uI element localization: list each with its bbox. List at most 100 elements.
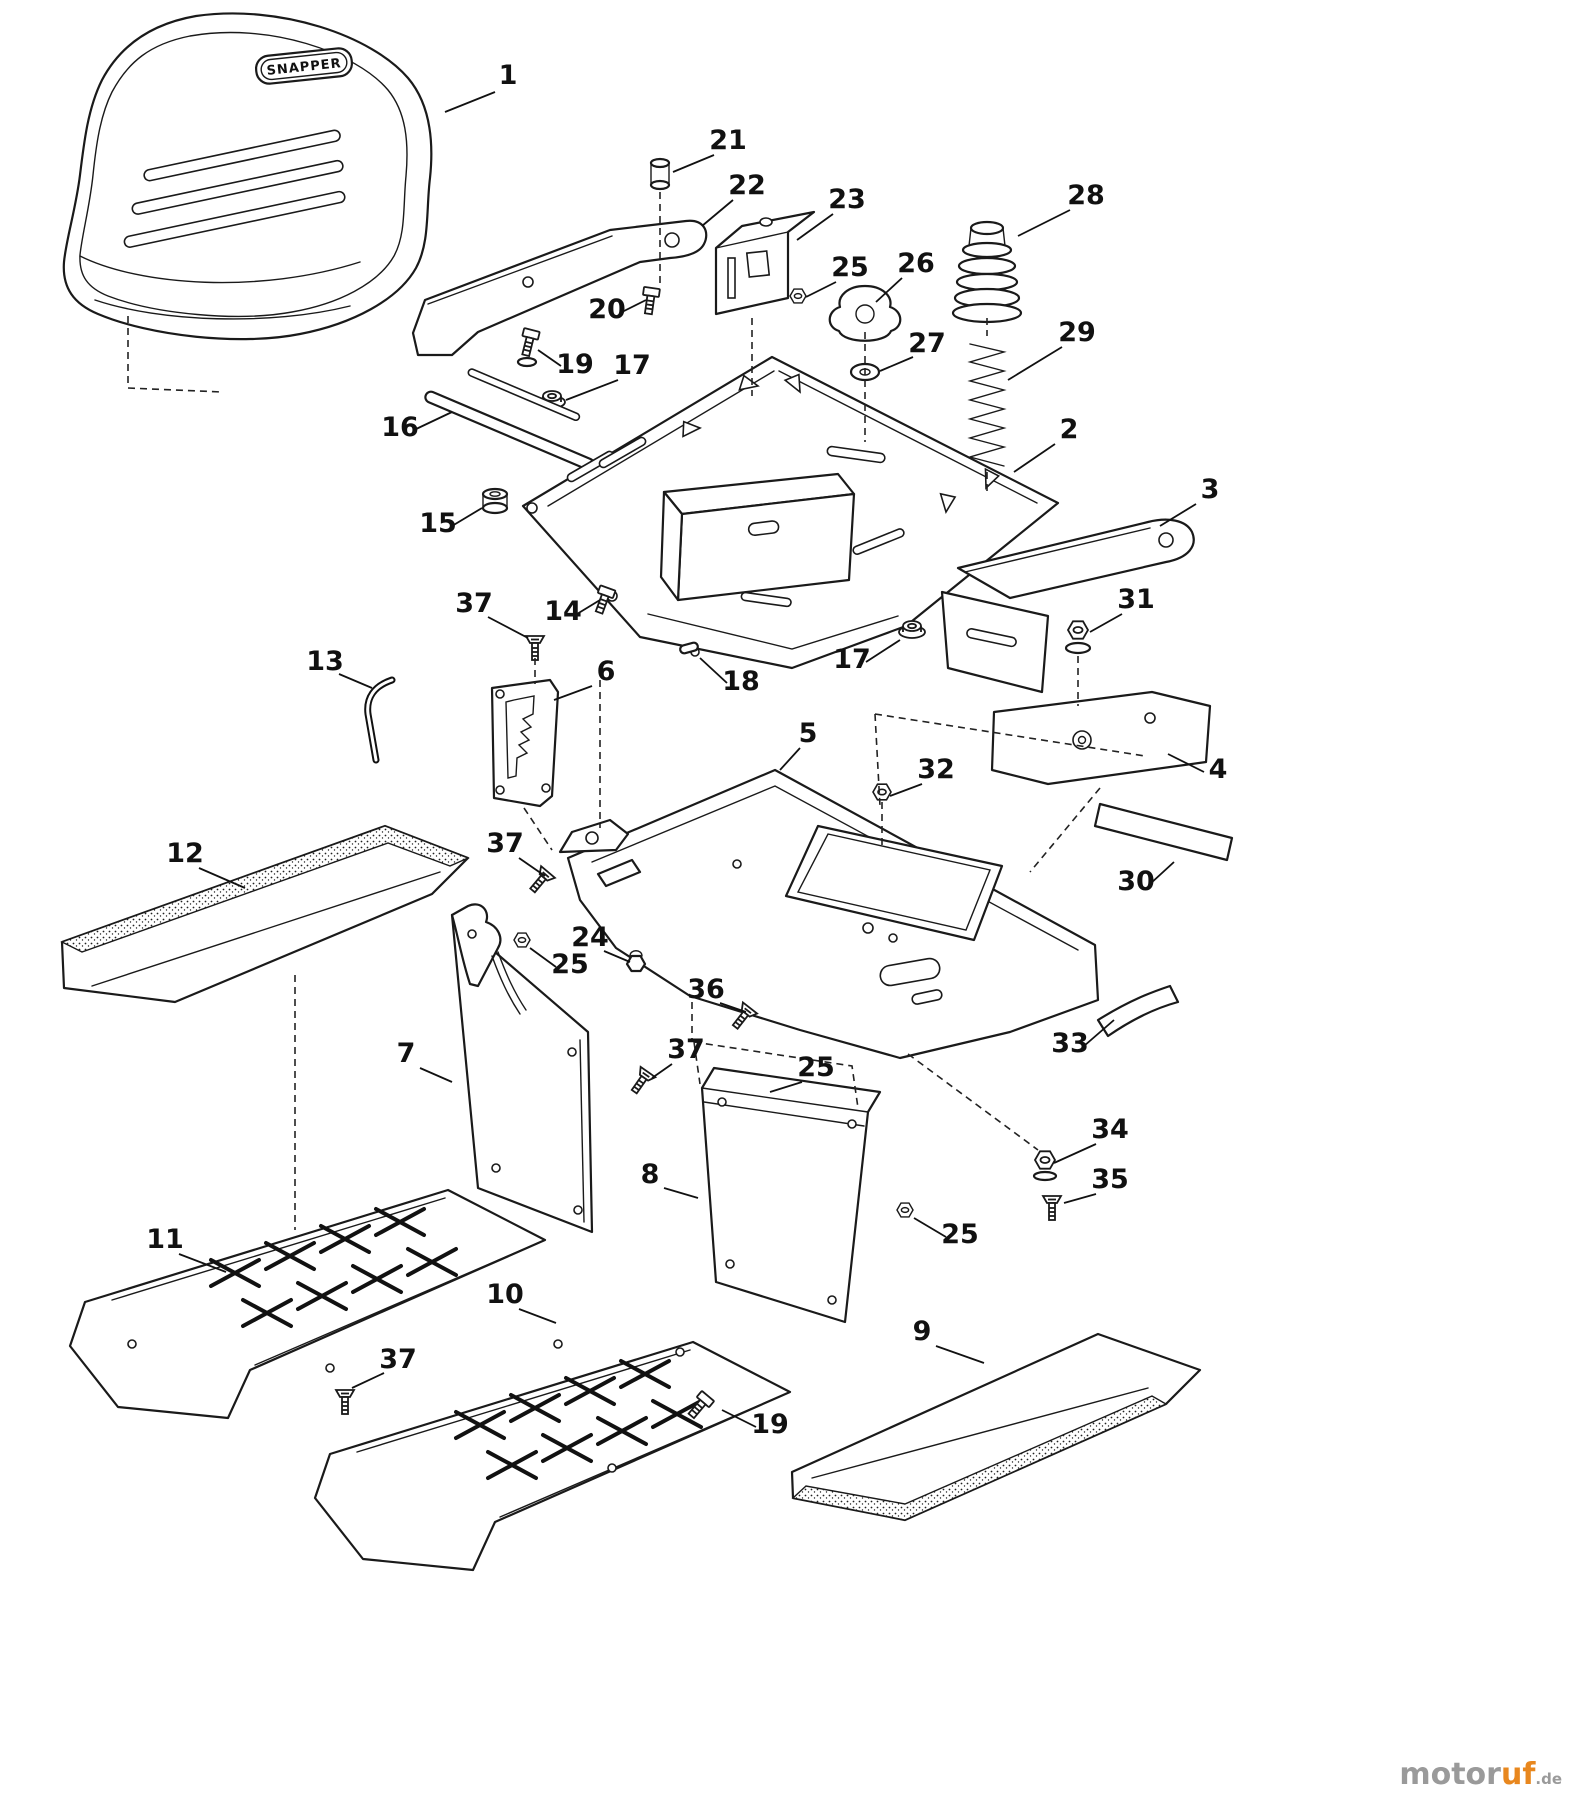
svg-text:23: 23	[828, 184, 866, 215]
callout-17b: 17	[833, 639, 901, 675]
svg-text:16: 16	[381, 412, 419, 443]
svg-text:1: 1	[499, 60, 518, 91]
part-footrest-left	[68, 1188, 547, 1420]
callout-2: 2	[1013, 414, 1079, 473]
svg-text:7: 7	[397, 1038, 416, 1069]
callout-10: 10	[486, 1279, 557, 1324]
callout-19b: 19	[721, 1409, 789, 1440]
svg-text:25: 25	[551, 949, 589, 980]
svg-text:17: 17	[613, 350, 651, 381]
part-screw-37-a	[525, 635, 545, 661]
watermark-text-main: motor	[1399, 1757, 1501, 1792]
callout-25c: 25	[769, 1052, 835, 1093]
svg-text:37: 37	[379, 1344, 417, 1375]
svg-text:24: 24	[571, 922, 609, 953]
callout-20: 20	[588, 294, 647, 325]
callout-35: 35	[1063, 1164, 1129, 1204]
svg-text:3: 3	[1201, 474, 1220, 505]
callout-34: 34	[1053, 1114, 1129, 1164]
callout-17a: 17	[565, 350, 651, 401]
callout-28: 28	[1017, 180, 1105, 237]
callout-37d: 37	[351, 1344, 417, 1389]
watermark: motoruf.de	[1399, 1760, 1562, 1790]
callout-23: 23	[796, 184, 866, 241]
callout-11: 11	[146, 1224, 227, 1273]
svg-text:19: 19	[751, 1409, 789, 1440]
svg-text:26: 26	[897, 248, 935, 279]
svg-text:6: 6	[597, 656, 616, 687]
svg-text:4: 4	[1209, 754, 1228, 785]
part-clip-18	[679, 641, 699, 655]
callout-6: 6	[553, 656, 616, 701]
part-rubber-boot	[951, 220, 1023, 324]
part-strip-33	[1096, 984, 1180, 1038]
part-dome-nut	[625, 950, 647, 973]
callout-29: 29	[1007, 317, 1096, 381]
callout-8: 8	[641, 1159, 699, 1199]
svg-text:10: 10	[486, 1279, 524, 1310]
callout-3: 3	[1159, 474, 1220, 527]
svg-text:27: 27	[908, 328, 946, 359]
svg-text:8: 8	[641, 1159, 660, 1190]
part-spacer	[649, 157, 671, 191]
svg-text:30: 30	[1117, 866, 1155, 897]
callout-19a: 19	[537, 349, 594, 380]
callout-25d: 25	[913, 1217, 979, 1250]
svg-text:12: 12	[166, 838, 204, 869]
part-latch-bracket	[490, 678, 560, 808]
callout-26: 26	[875, 248, 935, 303]
part-side-panel-right	[700, 1066, 882, 1324]
svg-text:28: 28	[1067, 180, 1105, 211]
svg-text:17: 17	[833, 644, 871, 675]
assembly-guide-lines	[127, 192, 1146, 1230]
callout-4: 4	[1167, 753, 1228, 785]
svg-text:34: 34	[1091, 1114, 1129, 1145]
svg-text:31: 31	[1117, 584, 1155, 615]
svg-text:29: 29	[1058, 317, 1096, 348]
svg-text:19: 19	[556, 349, 594, 380]
part-seat: SNAPPER	[62, 12, 433, 341]
part-bent-rod	[364, 676, 396, 764]
callout-18: 18	[699, 657, 760, 697]
part-nut-34	[1032, 1150, 1058, 1182]
part-screw-37-d	[335, 1389, 355, 1415]
part-nut-25-left	[513, 932, 531, 948]
part-side-panel-left	[450, 903, 594, 1234]
callout-25a: 25	[805, 252, 869, 298]
callout-27: 27	[879, 328, 946, 372]
part-nut-32	[872, 783, 892, 801]
part-mounting-plate	[990, 690, 1212, 786]
svg-text:32: 32	[917, 754, 955, 785]
svg-text:2: 2	[1060, 414, 1079, 445]
part-footrest-right	[313, 1339, 792, 1572]
watermark-text-accent: uf	[1500, 1757, 1536, 1792]
callout-12: 12	[166, 838, 246, 889]
svg-text:33: 33	[1051, 1028, 1089, 1059]
callouts: 1 21 22 23 28 25 26 20 27 29 19 17 16 2 …	[146, 60, 1227, 1440]
callout-14: 14	[544, 596, 601, 627]
footrest-slot-pattern	[454, 1359, 703, 1480]
part-deflector-right	[790, 1332, 1202, 1522]
part-bolt-19-top	[516, 327, 541, 368]
callout-36: 36	[687, 974, 747, 1013]
svg-text:11: 11	[146, 1224, 184, 1255]
svg-text:25: 25	[941, 1219, 979, 1250]
callout-32: 32	[889, 754, 955, 797]
callout-30: 30	[1117, 861, 1175, 897]
callout-37b: 37	[486, 828, 546, 877]
svg-text:5: 5	[799, 718, 818, 749]
footrest-slot-pattern	[209, 1207, 458, 1328]
part-knob	[828, 284, 902, 342]
seat-brand-badge: SNAPPER	[254, 47, 354, 85]
callout-22: 22	[701, 170, 766, 227]
part-screw-37-b	[524, 865, 556, 898]
svg-text:35: 35	[1091, 1164, 1129, 1195]
part-nut-25-bottom	[896, 1202, 914, 1218]
svg-text:37: 37	[667, 1034, 705, 1065]
callout-25b: 25	[529, 947, 589, 980]
svg-text:37: 37	[455, 588, 493, 619]
svg-text:21: 21	[709, 125, 747, 156]
part-screw-35	[1042, 1195, 1062, 1221]
